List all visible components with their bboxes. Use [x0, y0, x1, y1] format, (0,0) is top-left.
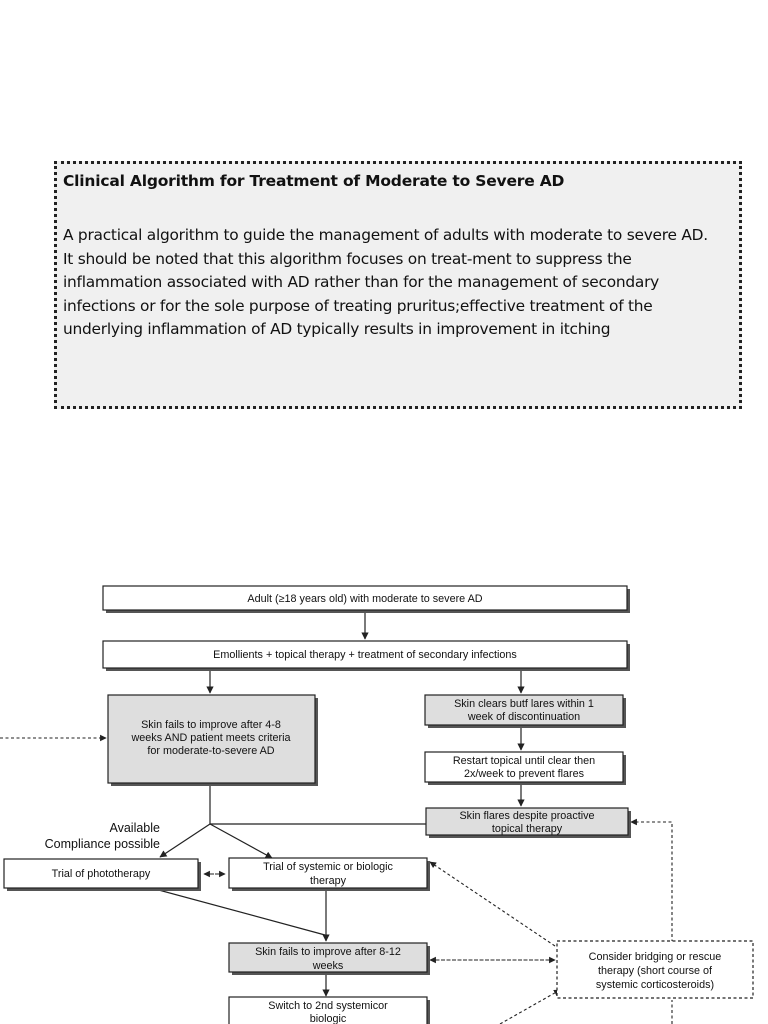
node-text: 2x/week to prevent flares	[464, 768, 585, 780]
node-text: Adult (≥18 years old) with moderate to s…	[247, 593, 482, 605]
node-skin-fails-4-8: Skin fails to improve after 4-8 weeks AN…	[107, 694, 318, 786]
branch-label: Compliance possible	[45, 837, 160, 851]
caption-box: Clinical Algorithm for Treatment of Mode…	[54, 161, 742, 409]
node-text: therapy (short course of	[598, 965, 713, 977]
node-switch: Switch to 2nd systemicor biologic	[228, 996, 430, 1024]
node-text: Trial of phototherapy	[52, 868, 151, 880]
node-skin-clears: Skin clears butf lares within 1 week of …	[424, 694, 626, 728]
node-text: weeks	[312, 960, 344, 972]
node-text: Switch to 2nd systemicor	[268, 1000, 388, 1012]
node-text: topical therapy	[492, 823, 563, 835]
node-adult: Adult (≥18 years old) with moderate to s…	[102, 585, 630, 613]
caption-text: A practical algorithm to guide the manag…	[63, 224, 733, 342]
node-text: for moderate-to-severe AD	[147, 745, 274, 757]
node-emollients: Emollients + topical therapy + treatment…	[102, 640, 630, 671]
node-systemic-trial: Trial of systemic or biologic therapy	[228, 857, 430, 891]
node-text: week of discontinuation	[467, 711, 580, 723]
node-text: Consider bridging or rescue	[589, 951, 722, 963]
node-text: Emollients + topical therapy + treatment…	[213, 649, 517, 661]
node-skin-fails-8-12: Skin fails to improve after 8-12 weeks	[228, 942, 430, 975]
node-text: Skin fails to improve after 4-8	[141, 719, 281, 731]
node-skin-flares: Skin flares despite proactive topical th…	[425, 807, 631, 838]
node-text: Trial of systemic or biologic	[263, 861, 393, 873]
flowchart: Adult (≥18 years old) with moderate to s…	[0, 585, 754, 1024]
caption-line: It should be noted that this algorithm f…	[63, 249, 632, 268]
caption-line: underlying inflammation of AD typically …	[63, 320, 611, 338]
branch-label: Available	[109, 821, 160, 835]
caption-line: inflammation associated with AD rather t…	[63, 273, 660, 291]
node-text: therapy	[310, 875, 347, 887]
node-text: Skin flares despite proactive	[459, 810, 594, 822]
caption-title: Clinical Algorithm for Treatment of Mode…	[63, 172, 565, 190]
caption-line: A practical algorithm to guide the manag…	[63, 226, 708, 244]
node-text: weeks AND patient meets criteria	[130, 732, 290, 744]
connectors	[154, 612, 525, 997]
node-text: biologic	[310, 1013, 347, 1024]
caption-line: infections or for the sole purpose of tr…	[63, 296, 653, 315]
node-text: Restart topical until clear then	[453, 755, 595, 767]
node-text: Skin clears butf lares within 1	[454, 698, 594, 710]
node-restart-topical: Restart topical until clear then 2x/week…	[424, 751, 626, 785]
node-bridging: Consider bridging or rescue therapy (sho…	[556, 940, 754, 999]
node-text: systemic corticosteroids)	[596, 979, 714, 991]
dotted-connectors	[0, 734, 673, 1024]
node-phototherapy: Trial of phototherapy	[3, 858, 201, 891]
node-text: Skin fails to improve after 8-12	[255, 946, 401, 958]
